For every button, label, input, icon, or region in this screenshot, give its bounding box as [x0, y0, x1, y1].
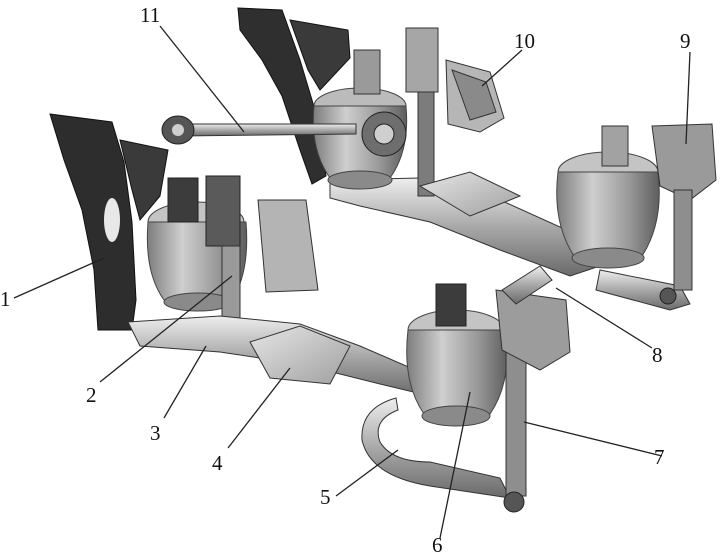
callout-label-6: 6	[432, 533, 443, 554]
callout-label-1: 1	[0, 287, 11, 311]
callout-label-2: 2	[86, 383, 97, 407]
callout-label-10: 10	[514, 29, 535, 53]
leader-line-8	[555, 287, 653, 349]
leader-lines	[13, 25, 691, 539]
callout-label-9: 9	[680, 29, 691, 53]
rear-hanger-bracket-right	[289, 19, 351, 91]
callout-label-5: 5	[320, 485, 331, 509]
callout-label-4: 4	[212, 451, 223, 475]
rear-mounting-bracket	[445, 59, 505, 133]
front-right-vertical-rod	[503, 345, 527, 513]
front-right-air-spring	[406, 283, 508, 427]
callout-label-7: 7	[654, 445, 665, 469]
rear-axle-group	[237, 7, 717, 311]
leader-line-1	[13, 257, 105, 299]
callout-label-11: 11	[140, 3, 160, 27]
rear-right-air-spring	[556, 125, 660, 269]
front-right-hanger-bracket	[495, 289, 571, 371]
rear-right-hanger-bracket	[651, 123, 717, 305]
torque-rod	[161, 111, 407, 157]
front-shock-bracket	[257, 199, 319, 293]
leader-line-9	[685, 51, 691, 145]
leader-line-6	[439, 391, 471, 539]
callout-label-3: 3	[150, 421, 161, 445]
leader-line-7	[523, 421, 663, 457]
front-axle-group	[49, 113, 571, 513]
callout-label-8: 8	[652, 343, 663, 367]
leader-line-4	[227, 367, 291, 449]
leader-line-11	[159, 25, 245, 133]
rear-shock-absorber	[405, 27, 439, 197]
rear-hanger-bracket	[237, 7, 327, 185]
u-shaped-tube	[361, 397, 511, 499]
cross-connecting-tube	[501, 265, 553, 305]
leader-line-3	[163, 345, 207, 419]
leader-line-5	[335, 449, 399, 497]
callout-labels: 1 2 3 4 5 6 7 8 9 10 11	[0, 3, 691, 554]
front-hanger-bracket-rear	[119, 139, 169, 222]
front-mount-plate	[249, 325, 351, 385]
leader-line-2	[99, 275, 233, 383]
leader-line-10	[481, 49, 523, 87]
rear-mount-plate	[418, 171, 522, 217]
